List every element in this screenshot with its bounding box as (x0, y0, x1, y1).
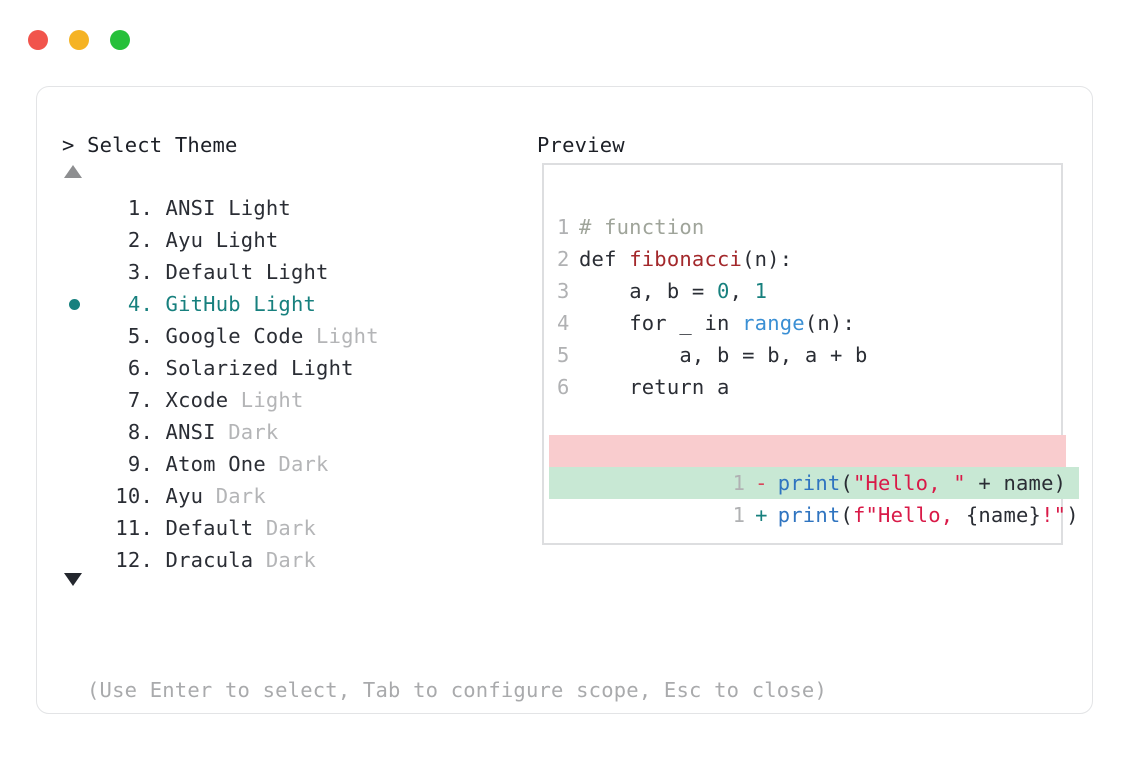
selected-bullet-icon (69, 299, 80, 310)
theme-item-variant-tag: Light (228, 196, 291, 220)
theme-item-name: Xcode (153, 388, 241, 412)
code-line-number: 3 (557, 279, 570, 303)
theme-item-number: 7. (127, 388, 153, 412)
theme-list-item[interactable]: 6. Solarized Light (62, 352, 532, 384)
theme-item-variant-tag: Dark (265, 548, 317, 572)
diff-removed-line: 1-print("Hello, " + name) (549, 435, 1067, 495)
theme-list-item[interactable]: 2. Ayu Light (62, 224, 532, 256)
window-titlebar (28, 30, 130, 50)
diff-removed-sign: - (755, 471, 768, 495)
theme-item-number: 11. (115, 516, 153, 540)
maximize-button[interactable] (110, 30, 130, 50)
theme-list-item[interactable]: 4. GitHub Light (62, 288, 532, 320)
preview-label: Preview (537, 133, 625, 157)
diff-added-sign: + (755, 503, 768, 527)
minimize-button[interactable] (69, 30, 89, 50)
theme-item-name: Atom One (153, 452, 279, 476)
theme-item-name: GitHub (153, 292, 254, 316)
code-line-number: 6 (557, 375, 570, 399)
theme-list-item[interactable]: 12. Dracula Dark (62, 544, 532, 576)
code-line-number: 4 (557, 311, 570, 335)
theme-item-variant-tag: Light (316, 324, 379, 348)
theme-item-name: ANSI (153, 420, 229, 444)
diff-added-line-number: 1 (732, 503, 746, 527)
diff-removed-line-number: 1 (732, 471, 746, 495)
theme-item-variant-tag: Light (265, 260, 329, 284)
theme-list-item[interactable]: 3. Default Light (62, 256, 532, 288)
theme-item-variant-tag: Light (215, 228, 279, 252)
theme-item-name: Dracula (153, 548, 266, 572)
theme-item-variant-tag: Light (253, 292, 317, 316)
theme-item-number: 5. (127, 324, 153, 348)
diff-added-line: 1+print(f"Hello, {name}!") (549, 467, 1079, 527)
code-line: 6 return a (557, 371, 868, 403)
code-line: 4 for _ in range(n): (557, 307, 868, 339)
code-line: 3 a, b = 0, 1 (557, 275, 868, 307)
diff-preview: 1-print("Hello, " + name) 1+print(f"Hell… (549, 435, 1079, 527)
code-line-number: 5 (557, 343, 570, 367)
theme-list-item[interactable]: 5. Google Code Light (62, 320, 532, 352)
keyboard-hint: (Use Enter to select, Tab to configure s… (87, 678, 827, 702)
close-button[interactable] (28, 30, 48, 50)
select-theme-prompt: > Select Theme (62, 133, 238, 157)
theme-item-number: 12. (115, 548, 153, 572)
theme-item-variant-tag: Dark (215, 484, 266, 508)
theme-item-number: 10. (115, 484, 153, 508)
theme-item-name: Solarized (153, 356, 291, 380)
theme-item-name: Ayu (153, 484, 216, 508)
theme-item-name: Default (153, 260, 266, 284)
theme-item-name: Default (153, 516, 266, 540)
theme-list-item[interactable]: 7. Xcode Light (62, 384, 532, 416)
theme-item-variant-tag: Light (240, 388, 304, 412)
theme-list-item[interactable]: 11. Default Dark (62, 512, 532, 544)
theme-item-number: 2. (127, 228, 153, 252)
theme-item-number: 9. (127, 452, 153, 476)
theme-item-variant-tag: Dark (265, 516, 317, 540)
theme-item-number: 4. (127, 292, 153, 316)
code-line-number: 1 (557, 215, 570, 239)
theme-list-item[interactable]: 9. Atom One Dark (62, 448, 532, 480)
code-line: 5 a, b = b, a + b (557, 339, 868, 371)
theme-item-number: 8. (127, 420, 153, 444)
theme-item-name: Google Code (153, 324, 317, 348)
theme-item-variant-tag: Dark (278, 452, 329, 476)
code-line: 1# function (557, 211, 868, 243)
theme-item-number: 6. (127, 356, 153, 380)
theme-list-item[interactable]: 10. Ayu Dark (62, 480, 532, 512)
triangle-up-icon[interactable] (64, 165, 82, 178)
theme-item-number: 3. (127, 260, 153, 284)
theme-item-name: ANSI (153, 196, 229, 220)
theme-list-item[interactable]: 8. ANSI Dark (62, 416, 532, 448)
theme-item-number: 1. (127, 196, 153, 220)
theme-item-variant-tag: Light (290, 356, 354, 380)
theme-list-item[interactable]: 1. ANSI Light (62, 192, 532, 224)
code-line-number: 2 (557, 247, 570, 271)
theme-item-name: Ayu (153, 228, 216, 252)
triangle-down-icon[interactable] (64, 573, 82, 586)
theme-item-variant-tag: Dark (228, 420, 279, 444)
